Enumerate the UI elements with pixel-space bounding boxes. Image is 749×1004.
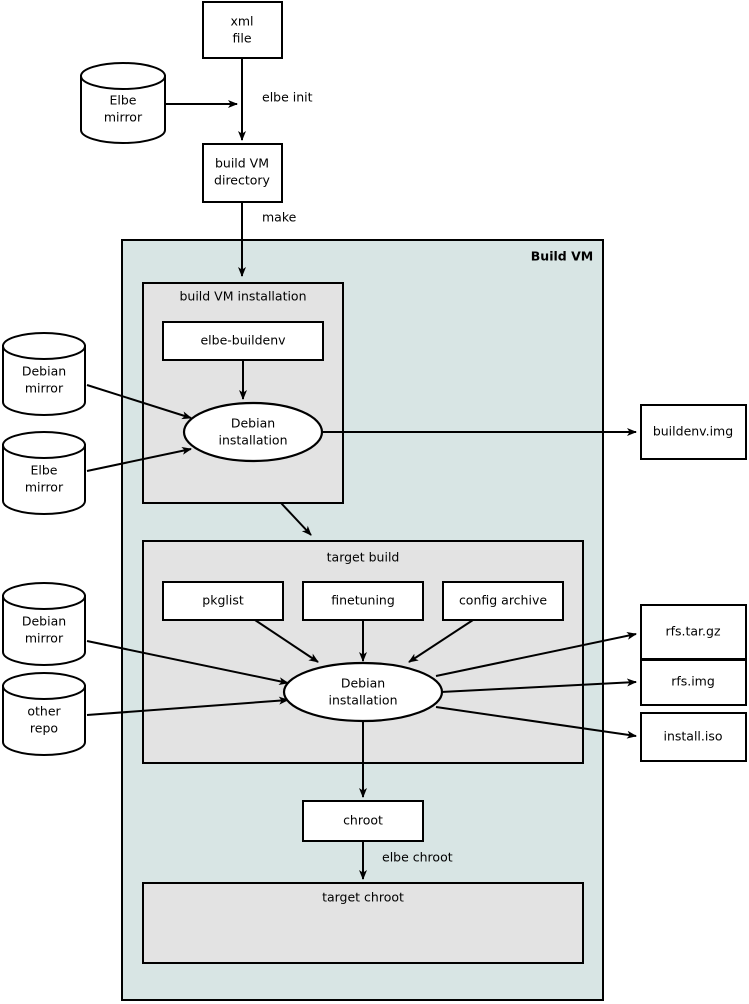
cylinder-elbe-mirror-top-line1: Elbe [110, 93, 137, 108]
node-debian-installation-buildvm[interactable]: Debian installation [182, 401, 324, 463]
node-output-rfs-targz-label: rfs.tar.gz [665, 624, 720, 639]
node-chroot[interactable]: chroot [302, 800, 424, 842]
node-build-vm-directory-line1: build VM [215, 156, 269, 171]
edge-debian-mirror-upper-to-debian-installation [86, 384, 192, 420]
edge-elbe-mirror-mid-to-debian-installation [86, 446, 192, 472]
cylinder-debian-mirror-lower-line2: mirror [25, 631, 64, 646]
node-pkglist[interactable]: pkglist [162, 581, 284, 621]
node-output-install-iso[interactable]: install.iso [640, 712, 747, 762]
node-output-install-iso-label: install.iso [663, 729, 722, 744]
node-build-vm-directory-line2: directory [214, 173, 271, 188]
node-finetuning[interactable]: finetuning [302, 581, 424, 621]
edge-label-make: make [262, 210, 297, 225]
edge-build-vm-installation-to-target-build [280, 502, 312, 536]
edge-debian-installation-target-to-rfs-targz [435, 631, 637, 677]
edge-debian-installation-target-to-install-iso [435, 706, 637, 739]
cylinder-elbe-mirror-top-line2: mirror [104, 110, 143, 125]
cylinder-elbe-mirror-mid-line2: mirror [25, 480, 64, 495]
node-finetuning-label: finetuning [331, 593, 395, 608]
cylinder-other-repo-line1: other [27, 704, 61, 719]
node-chroot-label: chroot [343, 813, 383, 828]
cylinder-other-repo[interactable]: other repo [2, 672, 86, 756]
node-output-buildenv-img-label: buildenv.img [653, 424, 733, 439]
cylinder-elbe-mirror-mid[interactable]: Elbe mirror [2, 431, 86, 515]
node-config-archive[interactable]: config archive [442, 581, 564, 621]
node-debian-installation-target-line2: installation [328, 693, 397, 708]
container-build-vm-label: Build VM [531, 249, 593, 264]
container-target-build-label: target build [327, 550, 400, 565]
node-debian-installation-target-line1: Debian [341, 676, 385, 691]
cylinder-other-repo-line2: repo [30, 721, 58, 736]
node-output-buildenv-img[interactable]: buildenv.img [640, 404, 747, 460]
node-debian-installation-buildvm-line2: installation [218, 433, 287, 448]
node-xml-file[interactable]: xml file [202, 1, 283, 59]
node-debian-installation-target[interactable]: Debian installation [282, 661, 444, 723]
edge-debian-mirror-lower-to-debian-installation-target [86, 640, 289, 686]
container-build-vm-installation-label: build VM installation [179, 289, 306, 304]
node-pkglist-label: pkglist [202, 593, 244, 608]
node-output-rfs-img-label: rfs.img [671, 674, 715, 689]
cylinder-debian-mirror-lower-line1: Debian [22, 614, 66, 629]
node-build-vm-directory[interactable]: build VM directory [202, 143, 283, 203]
edge-pkglist-to-debian-installation-target [254, 619, 319, 663]
container-target-chroot [142, 882, 584, 964]
node-output-rfs-targz[interactable]: rfs.tar.gz [640, 604, 747, 660]
cylinder-elbe-mirror-mid-line1: Elbe [31, 463, 58, 478]
node-debian-installation-buildvm-line1: Debian [231, 416, 275, 431]
node-elbe-buildenv[interactable]: elbe-buildenv [162, 321, 324, 361]
node-config-archive-label: config archive [459, 593, 547, 608]
node-output-rfs-img[interactable]: rfs.img [640, 659, 747, 706]
node-xml-file-line1: xml [230, 14, 253, 29]
cylinder-debian-mirror-upper[interactable]: Debian mirror [2, 332, 86, 416]
edge-label-elbe-chroot: elbe chroot [382, 850, 453, 865]
edge-other-repo-to-debian-installation-target [86, 696, 289, 716]
edge-config-archive-to-debian-installation-target [408, 619, 474, 663]
cylinder-debian-mirror-upper-line1: Debian [22, 364, 66, 379]
cylinder-debian-mirror-upper-line2: mirror [25, 381, 64, 396]
cylinder-debian-mirror-lower[interactable]: Debian mirror [2, 582, 86, 666]
container-target-chroot-label: target chroot [322, 890, 404, 905]
edge-debian-installation-target-to-rfs-img [440, 678, 637, 693]
cylinder-elbe-mirror-top[interactable]: Elbe mirror [80, 62, 166, 144]
node-xml-file-line2: file [232, 31, 251, 46]
edge-label-elbe-init: elbe init [262, 90, 313, 105]
node-elbe-buildenv-label: elbe-buildenv [200, 333, 286, 348]
